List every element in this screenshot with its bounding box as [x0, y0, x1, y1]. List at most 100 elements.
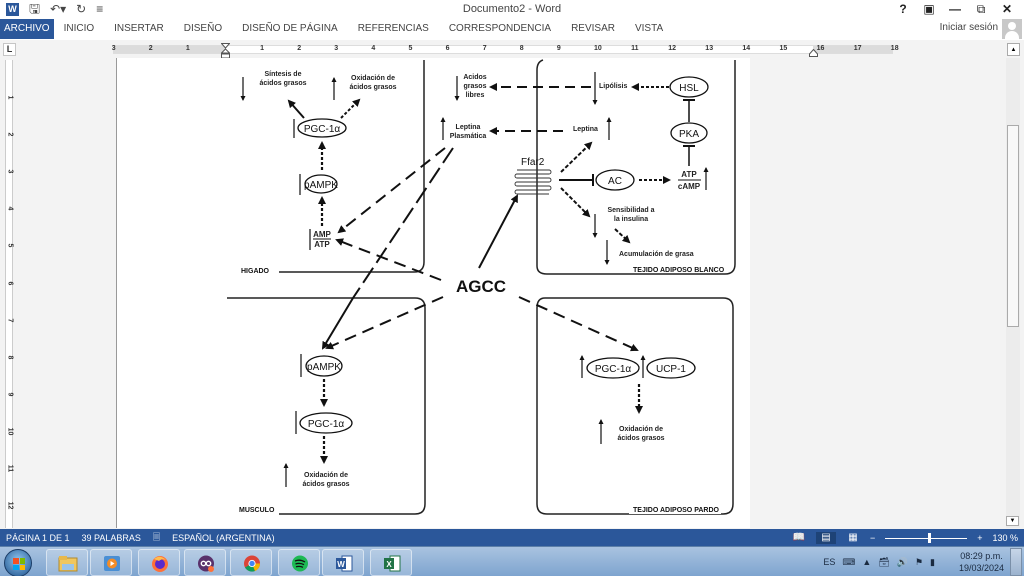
customize-qat-icon[interactable]: ≡: [96, 2, 104, 16]
network-signal-icon[interactable]: ▮: [930, 556, 935, 567]
muscle-panel: MUSCULO pAMPK PGC-1α Oxidación de ácidos…: [227, 297, 426, 515]
signin-link[interactable]: Iniciar sesión: [939, 22, 998, 33]
tab-diseno-de-pagina[interactable]: DISEÑO DE PÁGINA: [242, 23, 338, 34]
ruler-number: 15: [779, 45, 788, 52]
ruler-number: 10: [6, 427, 14, 436]
metabolic-diagram: HIGADO Síntesis de ácidos grasos Oxidaci…: [227, 59, 736, 515]
vertical-scrollbar[interactable]: ▼: [1006, 58, 1020, 528]
left-indent-marker[interactable]: [221, 43, 230, 59]
liver-pgc1a-node: [297, 118, 347, 138]
ffar2-label: Ffar2: [521, 157, 545, 168]
firefox-icon: [152, 556, 168, 572]
ruler-number: 1: [185, 45, 190, 52]
ruler-number: 2: [6, 132, 14, 137]
ruler-number: 18: [890, 45, 899, 52]
spotify-icon: [292, 555, 308, 572]
word-count[interactable]: 39 PALABRAS: [81, 532, 141, 543]
taskbar-media-player[interactable]: [90, 549, 132, 576]
usb-device-icon[interactable]: 🗃: [878, 556, 890, 567]
zoom-slider-handle[interactable]: [928, 532, 932, 543]
lipolysis-label: Lipólisis: [599, 83, 628, 90]
ruler-number: 4: [371, 45, 376, 52]
ac-label: AC: [608, 176, 622, 187]
ruler-number: 4: [6, 206, 14, 211]
tab-correspondencia[interactable]: CORRESPONDENCIA: [448, 23, 552, 34]
language-indicator[interactable]: ESPAÑOL (ARGENTINA): [172, 532, 275, 543]
scrollbar-thumb[interactable]: [1007, 125, 1019, 327]
show-hidden-icons[interactable]: ▲: [862, 557, 872, 567]
brown-adipose-panel: TEJIDO ADIPOSO PARDO PGC-1α UCP-1 Oxidac…: [536, 297, 734, 515]
ruler-number: 3: [111, 45, 116, 52]
plasma-leptin-line2: Plasmática: [450, 133, 487, 140]
minimize-icon[interactable]: —: [949, 2, 961, 16]
tab-archivo[interactable]: ARCHIVO: [0, 19, 54, 39]
insulin-line2: la insulina: [614, 216, 648, 223]
word-logo-icon[interactable]: W: [6, 2, 19, 16]
tab-referencias[interactable]: REFERENCIAS: [357, 23, 429, 34]
taskbar-spotify[interactable]: [278, 549, 320, 576]
hsl-node: [669, 76, 709, 98]
tab-selector[interactable]: L: [3, 43, 16, 56]
scroll-up-button[interactable]: ▲: [1007, 43, 1020, 56]
action-center-flag-icon[interactable]: ⚑: [914, 556, 924, 567]
taskbar-word[interactable]: W: [322, 549, 364, 576]
hsl-label: HSL: [679, 83, 699, 94]
web-layout-icon[interactable]: ▦: [848, 531, 858, 543]
taskbar-excel[interactable]: X: [370, 549, 412, 576]
scroll-down-button[interactable]: ▼: [1006, 516, 1019, 526]
taskbar-chrome[interactable]: [230, 549, 272, 576]
liver-synthesis-line2: ácidos grasos: [259, 80, 306, 87]
ribbon-display-options-icon[interactable]: ▣: [923, 2, 935, 16]
fat-accumulation-label: Acumulación de grasa: [619, 251, 694, 258]
read-mode-icon[interactable]: 📖: [792, 531, 806, 543]
tab-inicio[interactable]: INICIO: [63, 23, 95, 34]
title-bar: W 🖫 ↶▾ ↻ ≡ Documento2 - Word ? ▣ — ⧉ ✕: [0, 0, 1024, 18]
close-icon[interactable]: ✕: [1001, 2, 1013, 16]
tab-vista[interactable]: VISTA: [634, 23, 664, 34]
zoom-slider[interactable]: [885, 532, 968, 544]
avatar[interactable]: [1002, 19, 1022, 39]
input-language[interactable]: ES: [823, 557, 836, 567]
muscle-pgc1a-node: [299, 412, 353, 434]
page-count[interactable]: PÁGINA 1 DE 1: [6, 532, 70, 543]
right-indent-marker[interactable]: [809, 49, 818, 57]
volume-icon[interactable]: 🔊: [896, 556, 908, 567]
taskbar-tor-browser[interactable]: [184, 549, 226, 576]
zoom-in-button[interactable]: +: [977, 532, 983, 543]
ruler-number: 7: [482, 45, 487, 52]
document-page[interactable]: HIGADO Síntesis de ácidos grasos Oxidaci…: [116, 58, 750, 528]
tor-browser-icon: [198, 555, 214, 572]
redo-icon[interactable]: ↻: [76, 2, 87, 16]
start-button[interactable]: [4, 549, 32, 576]
restore-icon[interactable]: ⧉: [976, 2, 986, 16]
folder-icon: [58, 556, 78, 572]
ruler-number: 2: [297, 45, 302, 52]
help-icon[interactable]: ?: [899, 2, 907, 16]
zoom-level[interactable]: 130 %: [992, 532, 1018, 543]
tab-insertar[interactable]: INSERTAR: [114, 23, 164, 34]
liver-synthesis-line1: Síntesis de: [265, 71, 302, 78]
undo-icon[interactable]: ↶▾: [50, 2, 67, 16]
pka-node: [670, 122, 708, 144]
ruler-number: 11: [6, 464, 14, 473]
proofing-icon[interactable]: 🗏: [152, 531, 161, 542]
zoom-out-button[interactable]: −: [869, 532, 876, 543]
show-desktop-button[interactable]: [1010, 548, 1022, 576]
tab-revisar[interactable]: REVISAR: [571, 23, 615, 34]
taskbar-file-explorer[interactable]: [46, 549, 88, 576]
leptin-to-muscle-arrow: [321, 297, 354, 350]
liver-pampk-node: [304, 174, 338, 194]
print-layout-icon[interactable]: ▤: [815, 531, 836, 544]
excel-icon: X: [384, 555, 401, 572]
save-icon[interactable]: 🖫: [29, 1, 41, 16]
windows-logo-icon: [13, 558, 25, 570]
keyboard-icon[interactable]: ⌨: [842, 556, 856, 567]
ffa-line1: Acidos: [463, 74, 486, 81]
taskbar-firefox[interactable]: [138, 549, 180, 576]
clock[interactable]: 08:29 p.m. 19/03/2024: [959, 550, 1004, 574]
ffa-line2: grasos: [464, 83, 487, 90]
tab-diseno[interactable]: DISEÑO: [183, 23, 223, 34]
plasma-panel: Acidos grasos libres Leptina Plasmática: [440, 74, 487, 140]
